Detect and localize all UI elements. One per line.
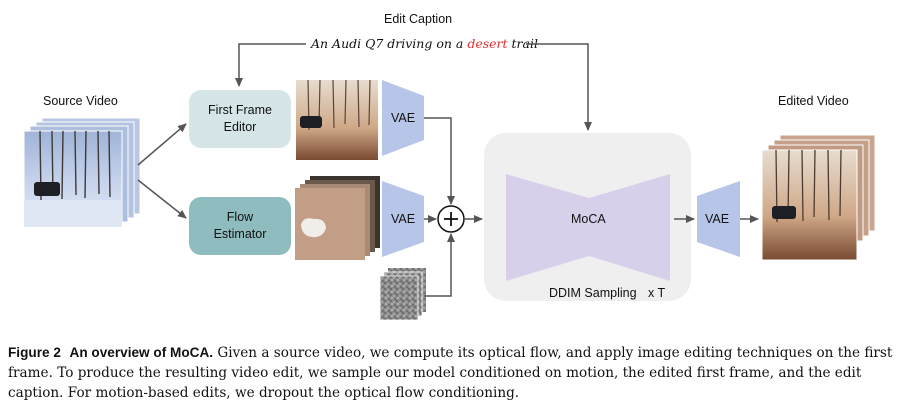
first-frame-editor-line2: Editor xyxy=(223,120,257,134)
vae-right-shape xyxy=(697,181,740,257)
figure-number: Figure 2 xyxy=(8,345,61,360)
figure-body: Given a source video, we compute its opt… xyxy=(8,345,893,401)
vae-top-label: VAE xyxy=(391,111,416,125)
moca-shape xyxy=(506,174,670,281)
flow-arrows xyxy=(137,43,759,297)
source-video-stack xyxy=(23,117,141,228)
moca-label: MoCA xyxy=(571,212,606,226)
diagram-graphics xyxy=(23,43,876,321)
ddim-sampling-label: DDIM Sampling x T xyxy=(549,286,665,300)
edit-caption-title: Edit Caption xyxy=(384,12,453,26)
edited-video-stack xyxy=(761,134,876,261)
edit-caption-highlight: desert xyxy=(467,36,508,51)
vae-middle-shape xyxy=(382,181,424,257)
first-frame-editor-line1: First Frame xyxy=(208,103,272,117)
edit-caption-text: An Audi Q7 driving on a desert trail xyxy=(311,36,538,51)
vae-right-label: VAE xyxy=(705,212,730,226)
edit-caption-text-after: trail xyxy=(507,36,538,51)
noise-latent-stack xyxy=(379,268,426,321)
edited-video-label: Edited Video xyxy=(778,94,849,108)
figure-title: An overview of MoCA. xyxy=(69,345,214,360)
edit-caption-text-before: An Audi Q7 driving on a xyxy=(311,36,468,51)
vae-top-shape xyxy=(382,80,424,156)
edited-first-frame xyxy=(296,79,378,160)
ddim-repeat-text: x T xyxy=(648,286,666,300)
vae-middle-label: VAE xyxy=(391,212,416,226)
source-video-label: Source Video xyxy=(43,94,118,108)
flow-estimator-line2: Estimator xyxy=(213,227,267,241)
ddim-sampling-text: DDIM Sampling xyxy=(549,286,637,300)
figure-caption: Figure 2 An overview of MoCA. Given a so… xyxy=(8,343,894,403)
flow-estimator-line1: Flow xyxy=(226,210,254,224)
optical-flow-stack xyxy=(295,176,380,260)
